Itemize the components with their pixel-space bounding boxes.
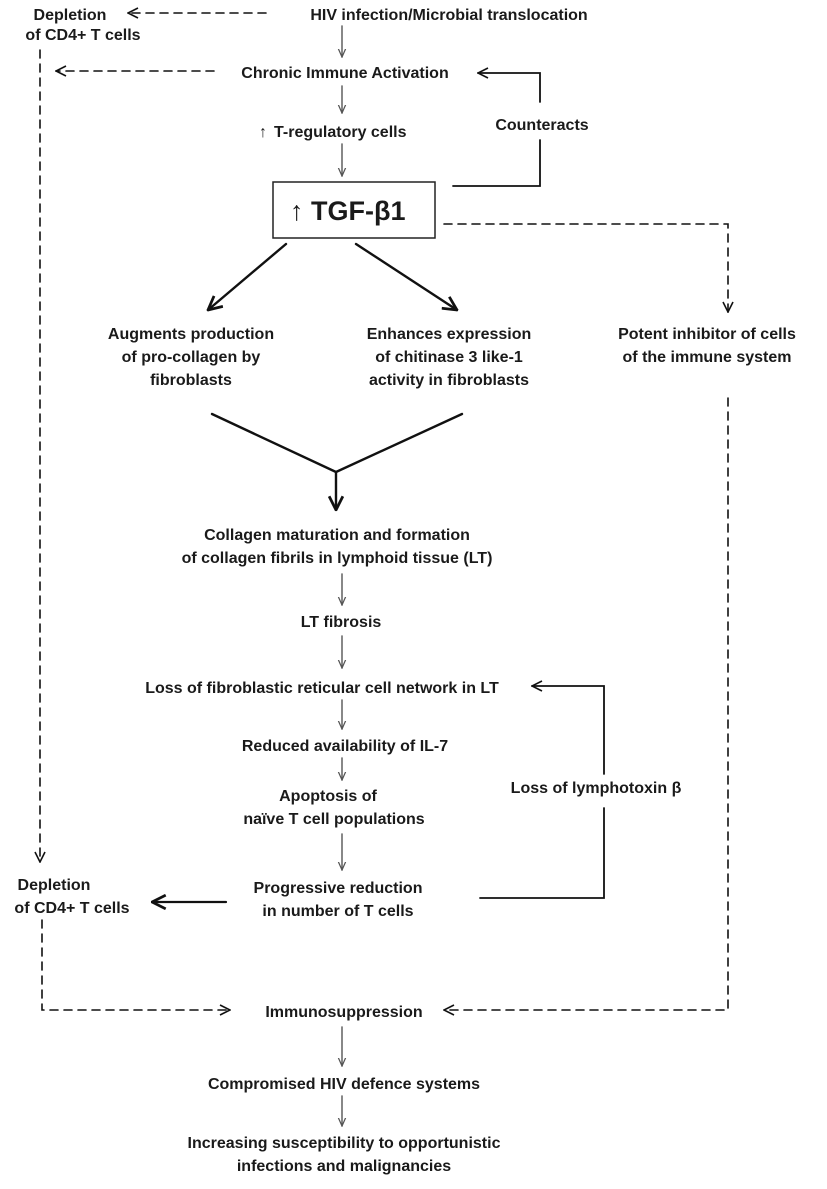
dashed-depletion-to-immunosuppression [41, 919, 230, 1010]
node-lt-fibrosis: LT fibrosis [301, 614, 382, 631]
lymphotoxin-loop-upper [532, 686, 605, 775]
node-depletion-bottom-line-1: Depletion [18, 877, 91, 894]
node-collagen-maturation: Collagen maturation and formation of col… [182, 527, 493, 567]
node-potent-inhibitor-line-2: of the immune system [623, 349, 792, 366]
arrow-tgf-to-enhances [354, 242, 457, 310]
node-t-regulatory-label: T-regulatory cells [274, 124, 407, 141]
node-apoptosis-line-1: Apoptosis of [279, 788, 377, 805]
node-progressive-line-2: in number of T cells [262, 903, 413, 920]
funnel-left-line [210, 412, 338, 474]
node-loss-frc-network: Loss of fibroblastic reticular cell netw… [145, 680, 499, 697]
node-apoptosis-line-2: naïve T cell populations [243, 811, 424, 828]
node-increasing-susceptibility: Increasing susceptibility to opportunist… [188, 1135, 501, 1175]
node-counteracts: Counteracts [495, 117, 588, 134]
node-potent-inhibitor-line-1: Potent inhibitor of cells [618, 326, 796, 343]
up-arrow-icon: ↑ [290, 196, 304, 226]
node-chronic-immune-activation: Chronic Immune Activation [241, 65, 448, 82]
counteracts-loop-lower [452, 139, 541, 187]
counteracts-loop-upper [478, 73, 541, 103]
node-depletion-top-line-2: of CD4+ T cells [25, 27, 140, 44]
node-immunosuppression: Immunosuppression [265, 1004, 422, 1021]
dashed-tgf-to-inhibitor [443, 223, 728, 312]
tgf-beta1-box [272, 181, 436, 239]
node-compromised-defence: Compromised HIV defence systems [208, 1076, 480, 1093]
node-susceptibility-line-1: Increasing susceptibility to opportunist… [188, 1135, 501, 1152]
node-depletion-bottom-line-2: of CD4+ T cells [14, 900, 129, 917]
arrow-tgf-to-augments [208, 242, 288, 310]
dashed-inhibitor-to-immunosuppression [444, 397, 729, 1010]
node-loss-lymphotoxin: Loss of lymphotoxin β [511, 780, 682, 797]
node-augments-line-2: of pro-collagen by [122, 349, 261, 366]
node-enhances-line-1: Enhances expression [367, 326, 532, 343]
node-t-regulatory: ↑ T-regulatory cells [259, 124, 407, 141]
node-susceptibility-line-2: infections and malignancies [237, 1158, 451, 1175]
node-tgf-beta1: ↑ TGF-β1 [272, 181, 436, 239]
node-enhances-chitinase: Enhances expression of chitinase 3 like-… [367, 326, 532, 389]
node-progressive-reduction: Progressive reduction in number of T cel… [254, 880, 423, 920]
node-augments-line-1: Augments production [108, 326, 274, 343]
node-potent-inhibitor: Potent inhibitor of cells of the immune … [618, 326, 796, 366]
tgf-beta1-label: TGF-β1 [311, 196, 405, 226]
up-arrow-icon: ↑ [259, 124, 267, 141]
funnel-right-line [334, 412, 464, 474]
node-depletion-top-line-1: Depletion [34, 7, 107, 24]
node-apoptosis-naive: Apoptosis of naïve T cell populations [243, 788, 424, 828]
node-augments-procollagen: Augments production of pro-collagen by f… [108, 326, 274, 389]
node-reduced-il7: Reduced availability of IL-7 [242, 738, 448, 755]
node-progressive-line-1: Progressive reduction [254, 880, 423, 897]
node-depletion-bottom: Depletion of CD4+ T cells [14, 877, 129, 917]
node-enhances-line-2: of chitinase 3 like-1 [375, 349, 523, 366]
node-collagen-line-2: of collagen fibrils in lymphoid tissue (… [182, 550, 493, 567]
node-hiv-infection: HIV infection/Microbial translocation [310, 7, 587, 24]
node-collagen-line-1: Collagen maturation and formation [204, 527, 470, 544]
node-augments-line-3: fibroblasts [150, 372, 232, 389]
node-enhances-line-3: activity in fibroblasts [369, 372, 529, 389]
node-depletion-top: Depletion of CD4+ T cells [25, 7, 140, 44]
lymphotoxin-loop-lower [479, 807, 605, 899]
